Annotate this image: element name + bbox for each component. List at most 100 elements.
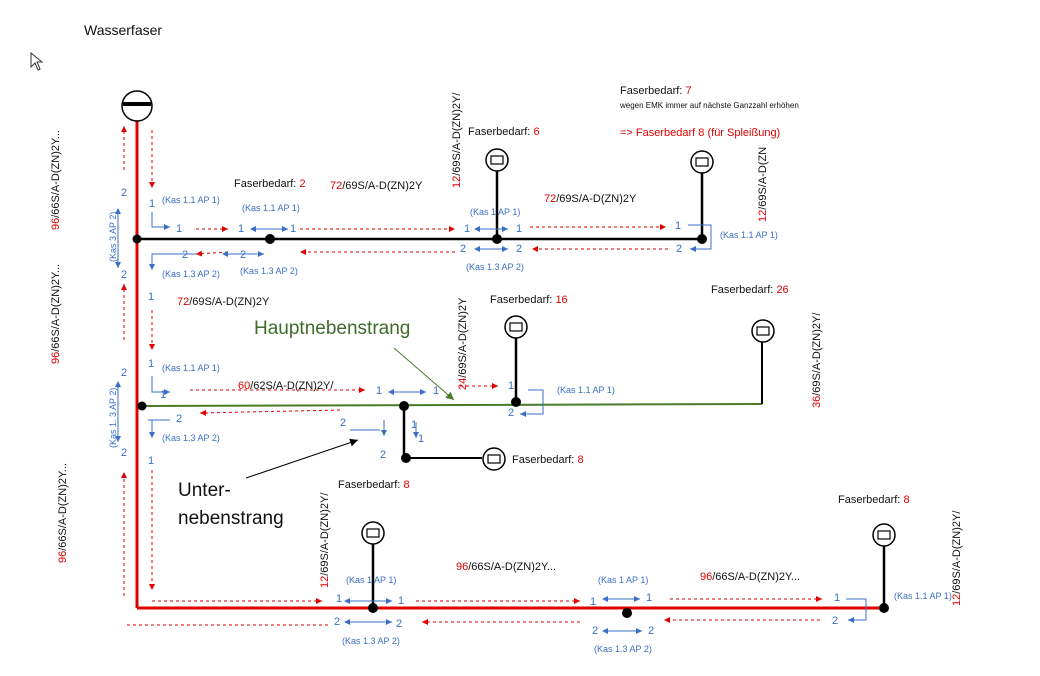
svg-text:(Kas 1.1 AP 1): (Kas 1.1 AP 1) <box>894 591 952 601</box>
svg-text:(Kas 1.3 AP 2): (Kas 1.3 AP 2) <box>466 262 524 272</box>
fiber-demand-labels: Faserbedarf: 2 Faserbedarf: 6 Faserbedar… <box>234 85 910 506</box>
svg-text:12/69S/A-D(ZN)2Y/: 12/69S/A-D(ZN)2Y/ <box>951 510 963 606</box>
svg-text:Faserbedarf: 26: Faserbedarf: 26 <box>711 284 789 296</box>
svg-text:72/69S/A-D(ZN)2Y: 72/69S/A-D(ZN)2Y <box>544 193 637 205</box>
svg-text:(Kas 1.1 AP 1): (Kas 1.1 AP 1) <box>720 230 778 240</box>
svg-text:Faserbedarf: 6: Faserbedarf: 6 <box>468 126 540 138</box>
svg-text:2: 2 <box>121 447 127 459</box>
svg-text:(Kas 1.1 AP 1): (Kas 1.1 AP 1) <box>242 203 300 213</box>
svg-text:wegen EMK immer auf nächste Ga: wegen EMK immer auf nächste Ganzzahl erh… <box>619 101 799 110</box>
svg-text:1: 1 <box>160 389 166 401</box>
bottom-black-drops <box>368 543 889 618</box>
svg-text:2: 2 <box>182 249 188 261</box>
svg-text:(Kas 1.3 AP 2): (Kas 1.3 AP 2) <box>342 636 400 646</box>
svg-text:(Kas 1 AP 1): (Kas 1 AP 1) <box>598 575 648 585</box>
svg-text:2: 2 <box>176 413 182 425</box>
source-node-icon <box>121 90 153 122</box>
svg-text:1: 1 <box>176 223 182 235</box>
svg-text:96/66S/A-D(ZN)2Y...: 96/66S/A-D(ZN)2Y... <box>50 264 62 364</box>
svg-text:=> Faserbedarf 8 (für Spleißun: => Faserbedarf 8 (für Spleißung) <box>620 127 780 139</box>
svg-text:2: 2 <box>334 616 340 628</box>
svg-text:1: 1 <box>376 385 382 397</box>
svg-text:1: 1 <box>336 593 342 605</box>
svg-text:24/69S/A-D(ZN)2Y: 24/69S/A-D(ZN)2Y <box>457 297 469 390</box>
svg-text:2: 2 <box>516 243 522 255</box>
svg-text:60/62S/A-D(ZN)2Y/: 60/62S/A-D(ZN)2Y/ <box>238 380 334 392</box>
kas-labels: (Kas 1.1 AP 1) (Kas 1.1 AP 1) (Kas 1 AP … <box>108 195 952 654</box>
cable-labels-horizontal: 72/69S/A-D(ZN)2Y 72/69S/A-D(ZN)2Y 72/69S… <box>177 180 800 583</box>
svg-text:1: 1 <box>590 596 596 608</box>
svg-text:(Kas 1.3 AP 2): (Kas 1.3 AP 2) <box>594 644 652 654</box>
svg-text:(Kas 1. 3 AP 2): (Kas 1. 3 AP 2) <box>108 388 118 448</box>
svg-text:Faserbedarf: 8: Faserbedarf: 8 <box>838 494 910 506</box>
svg-text:12/69S/A-D(ZN: 12/69S/A-D(ZN <box>757 147 769 222</box>
svg-text:1: 1 <box>433 385 439 397</box>
svg-text:2: 2 <box>592 625 598 637</box>
svg-text:(Kas 1.3 AP 2): (Kas 1.3 AP 2) <box>240 266 298 276</box>
svg-text:2: 2 <box>676 243 682 255</box>
green-branch <box>137 338 763 463</box>
svg-text:(Kas 1.1 AP 1): (Kas 1.1 AP 1) <box>162 363 220 373</box>
svg-text:72/69S/A-D(ZN)2Y: 72/69S/A-D(ZN)2Y <box>177 296 270 308</box>
svg-text:1: 1 <box>238 223 244 235</box>
svg-text:1: 1 <box>398 595 404 607</box>
house-icon <box>690 150 714 174</box>
svg-text:1: 1 <box>148 358 154 370</box>
svg-text:2: 2 <box>832 615 838 627</box>
pointer-arrow-unternebenstrang <box>245 438 359 479</box>
svg-text:1: 1 <box>675 220 681 232</box>
svg-text:1: 1 <box>418 433 424 445</box>
svg-text:96/66S/A-D(ZN)2Y...: 96/66S/A-D(ZN)2Y... <box>57 463 69 563</box>
svg-text:Faserbedarf: 2: Faserbedarf: 2 <box>234 178 306 190</box>
svg-text:1: 1 <box>508 380 514 392</box>
svg-text:(Kas 1.3 AP 2): (Kas 1.3 AP 2) <box>162 433 220 443</box>
svg-text:1: 1 <box>411 419 417 431</box>
house-icon <box>482 447 506 471</box>
svg-text:1: 1 <box>148 455 154 467</box>
svg-text:(Kas 1.3 AP 2): (Kas 1.3 AP 2) <box>162 269 220 279</box>
mouse-cursor-icon <box>30 52 44 71</box>
port-numbers: 1 1 2 2 1 1 2 2 1 1 1 2 2 1 2 1 2 1 2 2 … <box>121 187 840 637</box>
svg-text:96/66S/A-D(ZN)2Y...: 96/66S/A-D(ZN)2Y... <box>456 561 556 573</box>
heading-hauptnebenstrang: Hauptnebenstrang <box>254 318 410 339</box>
svg-text:1: 1 <box>290 223 296 235</box>
house-icon <box>361 521 385 545</box>
svg-text:(Kas 1 AP 1): (Kas 1 AP 1) <box>470 207 520 217</box>
svg-text:2: 2 <box>240 249 246 261</box>
cable-labels-vertical: 96/66S/A-D(ZN)2Y... 96/66S/A-D(ZN)2Y... … <box>50 92 963 606</box>
svg-text:1: 1 <box>464 223 470 235</box>
svg-text:96/66S/A-D(ZN)2Y...: 96/66S/A-D(ZN)2Y... <box>700 571 800 583</box>
svg-text:(Kas 1.1 AP 1): (Kas 1.1 AP 1) <box>557 385 615 395</box>
house-icon <box>751 319 775 343</box>
svg-text:(Kas 1.1 AP 1): (Kas 1.1 AP 1) <box>162 195 220 205</box>
red-flow-arrows <box>121 126 822 626</box>
svg-text:2: 2 <box>121 367 127 379</box>
svg-text:2: 2 <box>460 243 466 255</box>
svg-text:(Kas 3 AP 2): (Kas 3 AP 2) <box>108 212 118 262</box>
svg-text:12/69S/A-D(ZN)2Y/: 12/69S/A-D(ZN)2Y/ <box>319 492 331 588</box>
svg-text:2: 2 <box>340 417 346 429</box>
svg-text:Faserbedarf: 8: Faserbedarf: 8 <box>338 479 410 491</box>
heading-unter: Unter- <box>178 480 231 501</box>
svg-text:1: 1 <box>149 198 155 210</box>
svg-text:96/66S/A-D(ZN)2Y...: 96/66S/A-D(ZN)2Y... <box>50 130 62 230</box>
diagram-title: Wasserfaser <box>84 22 163 38</box>
svg-text:Faserbedarf: 16: Faserbedarf: 16 <box>490 294 568 306</box>
svg-text:2: 2 <box>121 269 127 281</box>
svg-text:2: 2 <box>648 625 654 637</box>
svg-text:1: 1 <box>646 592 652 604</box>
svg-text:1: 1 <box>148 291 154 303</box>
svg-text:Faserbedarf: 8: Faserbedarf: 8 <box>512 454 584 466</box>
pointer-arrow-hauptnebenstrang <box>393 347 455 401</box>
svg-text:12/69S/A-D(ZN)2Y/: 12/69S/A-D(ZN)2Y/ <box>451 92 463 188</box>
svg-text:2: 2 <box>380 449 386 461</box>
heading-nebenstrang: nebenstrang <box>178 508 284 529</box>
house-icon <box>504 315 528 339</box>
svg-text:2: 2 <box>396 618 402 630</box>
emk-note: wegen EMK immer auf nächste Ganzzahl erh… <box>619 101 799 139</box>
main-red-cable <box>135 118 884 610</box>
svg-text:1: 1 <box>516 223 522 235</box>
blue-connection-arrows <box>115 208 867 634</box>
svg-text:36/69S/A-D(ZN)2Y/: 36/69S/A-D(ZN)2Y/ <box>811 312 823 408</box>
